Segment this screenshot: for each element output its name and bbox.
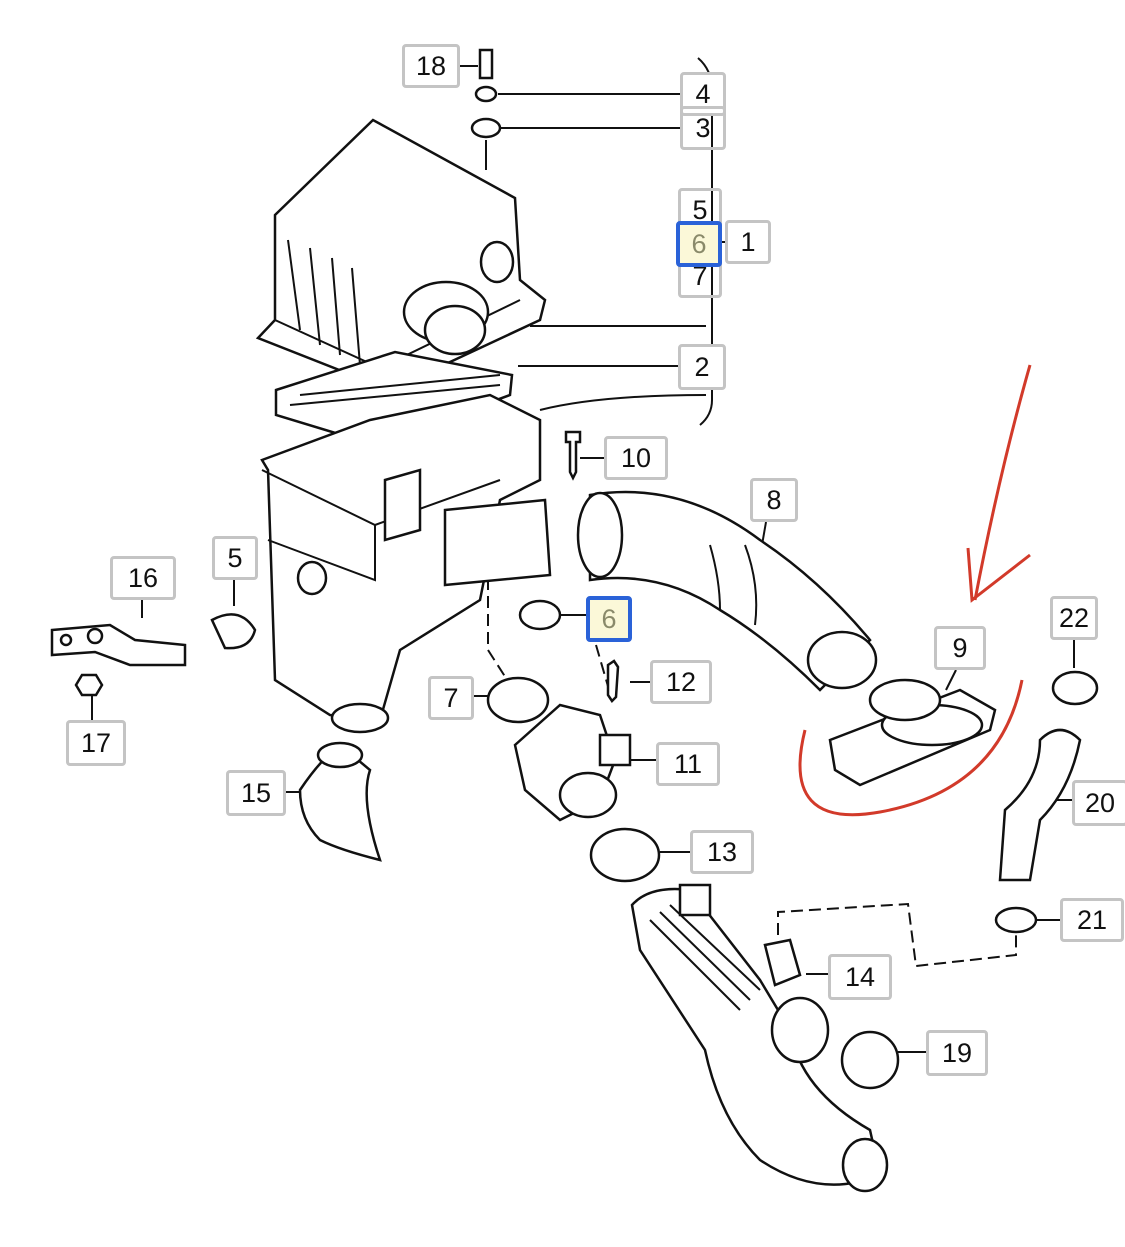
mass-air-flow-sensor-11 [513, 703, 632, 822]
callout-6-highlighted-middle: 6 [586, 596, 632, 642]
red-arrow-head [966, 547, 1031, 603]
filter-element [274, 350, 514, 447]
o-ring-7 [486, 676, 550, 724]
screw-10 [564, 430, 582, 481]
callout-9: 9 [934, 626, 986, 670]
callout-14: 14 [828, 954, 892, 1000]
callout-12: 12 [650, 660, 712, 704]
callout-5-left: 5 [212, 536, 258, 580]
callout-10: 10 [604, 436, 668, 480]
intake-duct-8 [576, 490, 878, 692]
leader-lines [91, 65, 1075, 1053]
air-filter-lid [255, 118, 547, 392]
callout-16: 16 [110, 556, 176, 600]
callout-1: 1 [725, 220, 771, 264]
callout-15: 15 [226, 770, 286, 816]
air-filter-housing [260, 393, 552, 734]
callout-18: 18 [402, 44, 460, 88]
screw-12 [606, 659, 620, 703]
callout-6-highlighted-top: 6 [676, 221, 722, 267]
callout-19: 19 [926, 1030, 988, 1076]
red-arrow-shaft [973, 364, 1032, 601]
bolt-washer-grommet [470, 48, 502, 139]
callout-11: 11 [656, 742, 720, 786]
callout-3: 3 [680, 106, 726, 150]
callout-13: 13 [690, 830, 754, 874]
connector-ring [770, 996, 830, 1064]
callout-17: 17 [66, 720, 126, 766]
cap-6 [518, 599, 562, 631]
callout-7-lower: 7 [428, 676, 474, 720]
mounting-bracket-16 [50, 613, 257, 697]
intake-flange-9 [828, 678, 997, 787]
callout-22: 22 [1050, 596, 1098, 640]
callout-20: 20 [1072, 780, 1125, 826]
callout-2: 2 [678, 344, 726, 390]
callout-21: 21 [1060, 898, 1124, 942]
callout-8: 8 [750, 478, 798, 522]
red-hand-annotation [798, 364, 1032, 817]
hose-clamp-13 [589, 827, 661, 883]
red-circle-stroke [798, 679, 1024, 817]
intake-tube-lower [630, 883, 889, 1193]
breather-hose-20 [994, 670, 1099, 934]
hose-clamp-19 [840, 1030, 900, 1090]
hose-15 [298, 741, 382, 862]
sensor-14 [763, 938, 802, 987]
